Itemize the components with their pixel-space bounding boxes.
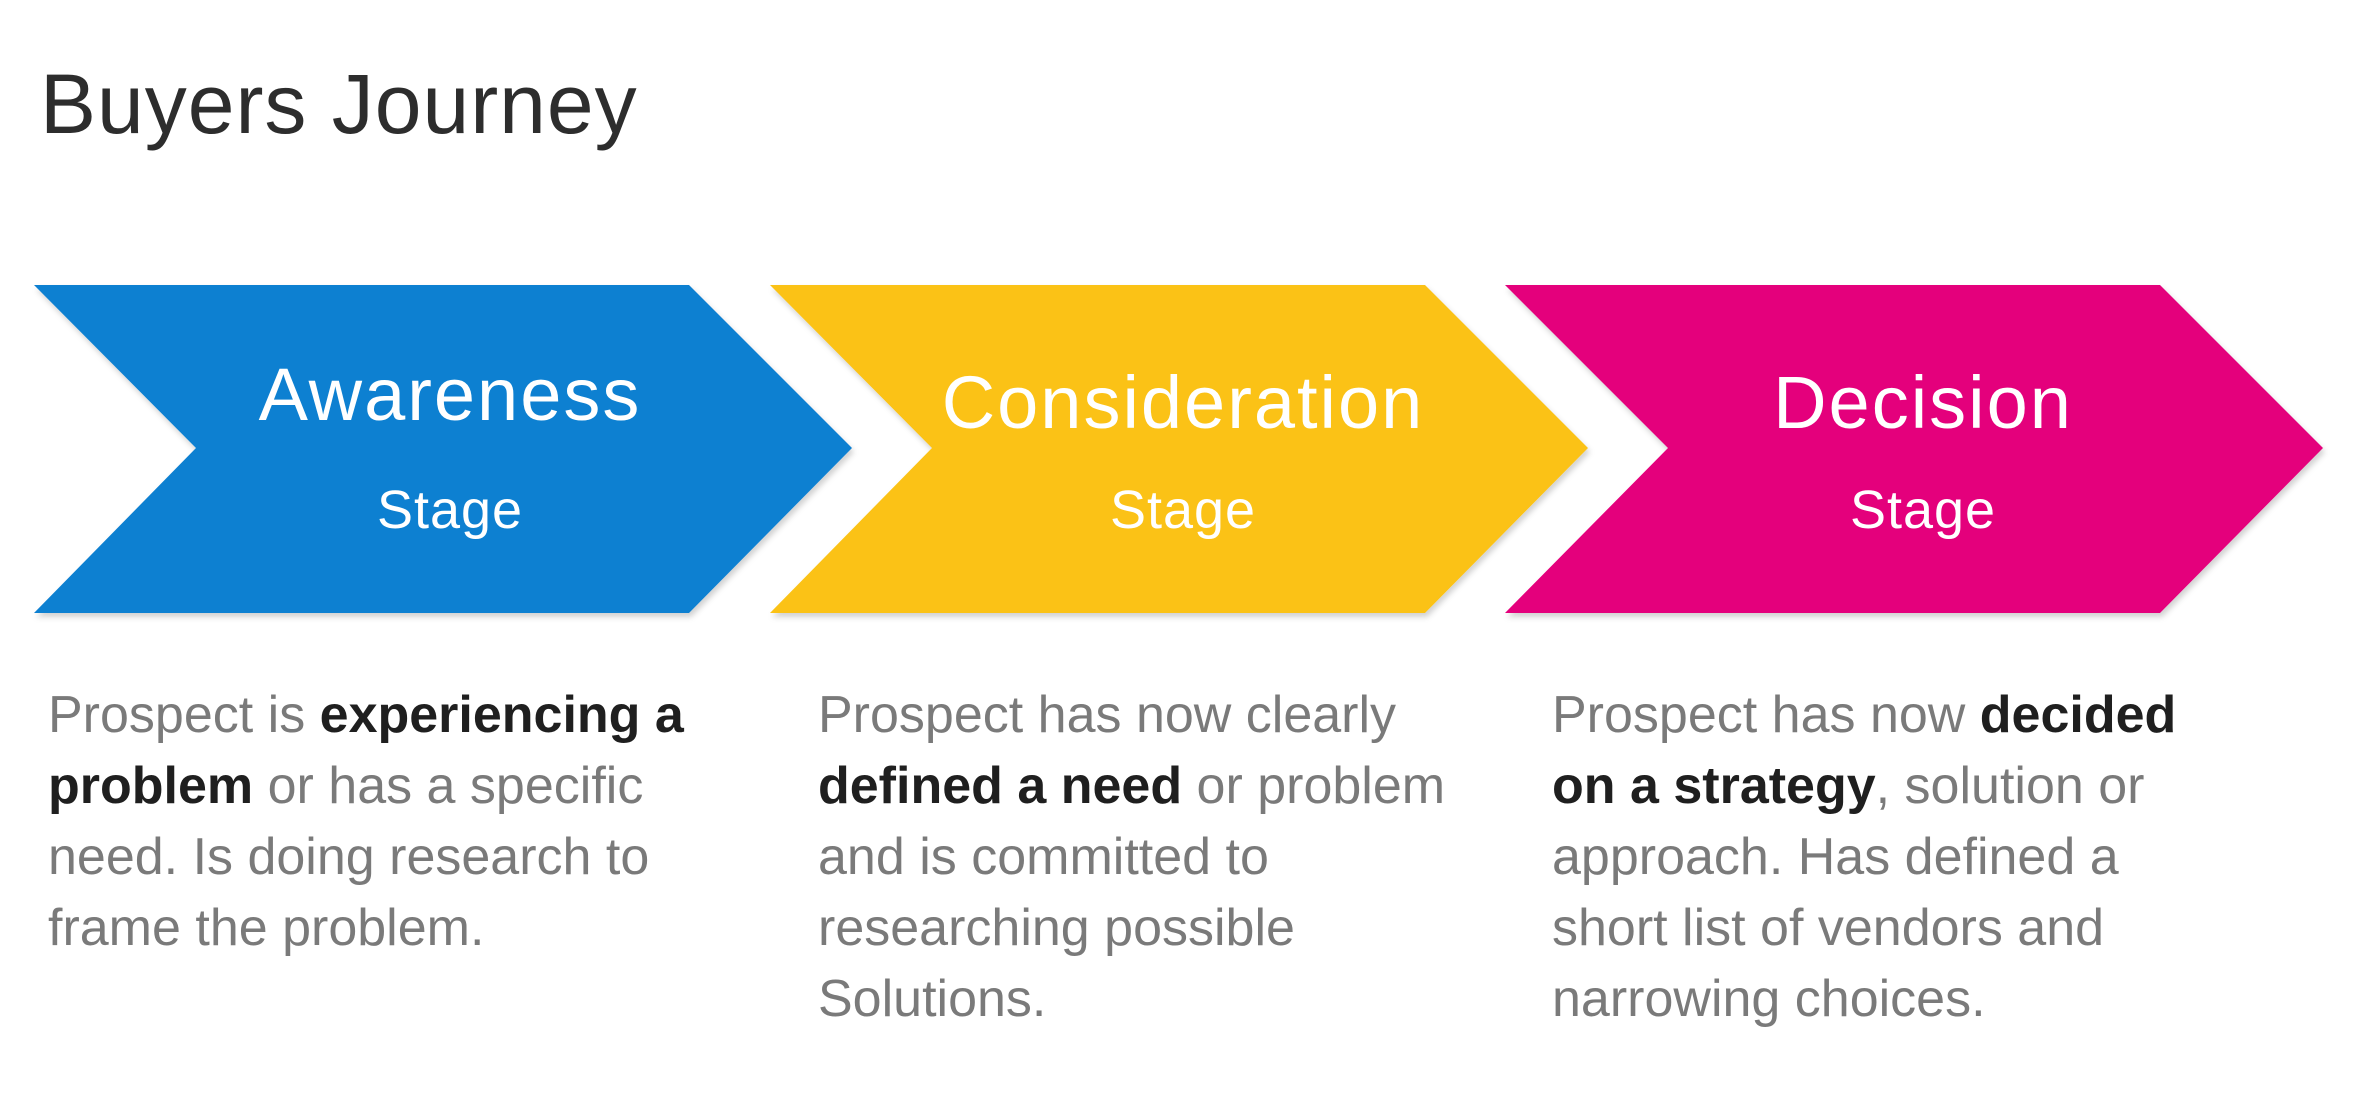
page-title: Buyers Journey bbox=[40, 57, 638, 151]
description-text: approach. Has defined a bbox=[1552, 828, 2119, 886]
decision-chevron-shape bbox=[1505, 285, 2323, 613]
description-text: or has a specific bbox=[253, 757, 644, 815]
description-text: and is committed to bbox=[818, 828, 1269, 886]
description-emphasis: on a strategy bbox=[1552, 757, 1876, 815]
consideration-stage-arrow: Consideration Stage bbox=[770, 285, 1588, 613]
description-emphasis: decided bbox=[1979, 686, 2177, 744]
description-emphasis: problem bbox=[48, 757, 254, 815]
description-line: short list of vendors and bbox=[1552, 893, 2176, 964]
description-text: Prospect has now bbox=[1552, 686, 1980, 744]
description-emphasis: defined a need bbox=[818, 757, 1183, 815]
description-line: Prospect has now decided bbox=[1552, 680, 2176, 751]
description-emphasis: experiencing a bbox=[319, 686, 684, 744]
description-text: narrowing choices. bbox=[1552, 970, 1986, 1028]
awareness-stage-title: Awareness bbox=[259, 353, 642, 436]
awareness-stage-label: Stage bbox=[377, 480, 523, 540]
decision-stage-label: Stage bbox=[1850, 480, 1996, 540]
description-line: Prospect is experiencing a bbox=[48, 680, 684, 751]
description-line: problem or has a specific bbox=[48, 751, 684, 822]
description-text: Prospect is bbox=[48, 686, 320, 744]
decision-stage-title: Decision bbox=[1773, 361, 2073, 444]
description-line: approach. Has defined a bbox=[1552, 822, 2176, 893]
description-text: short list of vendors and bbox=[1552, 899, 2105, 957]
decision-stage-arrow: Decision Stage bbox=[1505, 285, 2323, 613]
awareness-chevron-shape bbox=[34, 285, 852, 613]
description-line: frame the problem. bbox=[48, 893, 684, 964]
description-line: Solutions. bbox=[818, 964, 1445, 1035]
description-line: on a strategy, solution or bbox=[1552, 751, 2176, 822]
description-text: need. Is doing research to bbox=[48, 828, 650, 886]
consideration-chevron-shape bbox=[770, 285, 1588, 613]
consideration-description: Prospect has now clearly defined a need o… bbox=[818, 680, 1445, 1035]
consideration-stage-label: Stage bbox=[1110, 480, 1256, 540]
description-line: narrowing choices. bbox=[1552, 964, 2176, 1035]
description-text: Prospect has now clearly bbox=[818, 686, 1397, 744]
journey-chevrons: Awareness Stage Consideration Stage Deci… bbox=[34, 285, 2323, 613]
description-line: need. Is doing research to bbox=[48, 822, 684, 893]
description-text: , solution or bbox=[1875, 757, 2145, 815]
description-text: or problem bbox=[1182, 757, 1446, 815]
description-line: researching possible bbox=[818, 893, 1445, 964]
description-line: defined a need or problem bbox=[818, 751, 1445, 822]
description-text: researching possible bbox=[818, 899, 1295, 957]
awareness-stage-arrow: Awareness Stage bbox=[34, 285, 852, 613]
description-line: Prospect has now clearly bbox=[818, 680, 1445, 751]
consideration-stage-title: Consideration bbox=[942, 361, 1425, 444]
description-text: Solutions. bbox=[818, 970, 1047, 1028]
description-line: and is committed to bbox=[818, 822, 1445, 893]
description-text: frame the problem. bbox=[48, 899, 485, 957]
